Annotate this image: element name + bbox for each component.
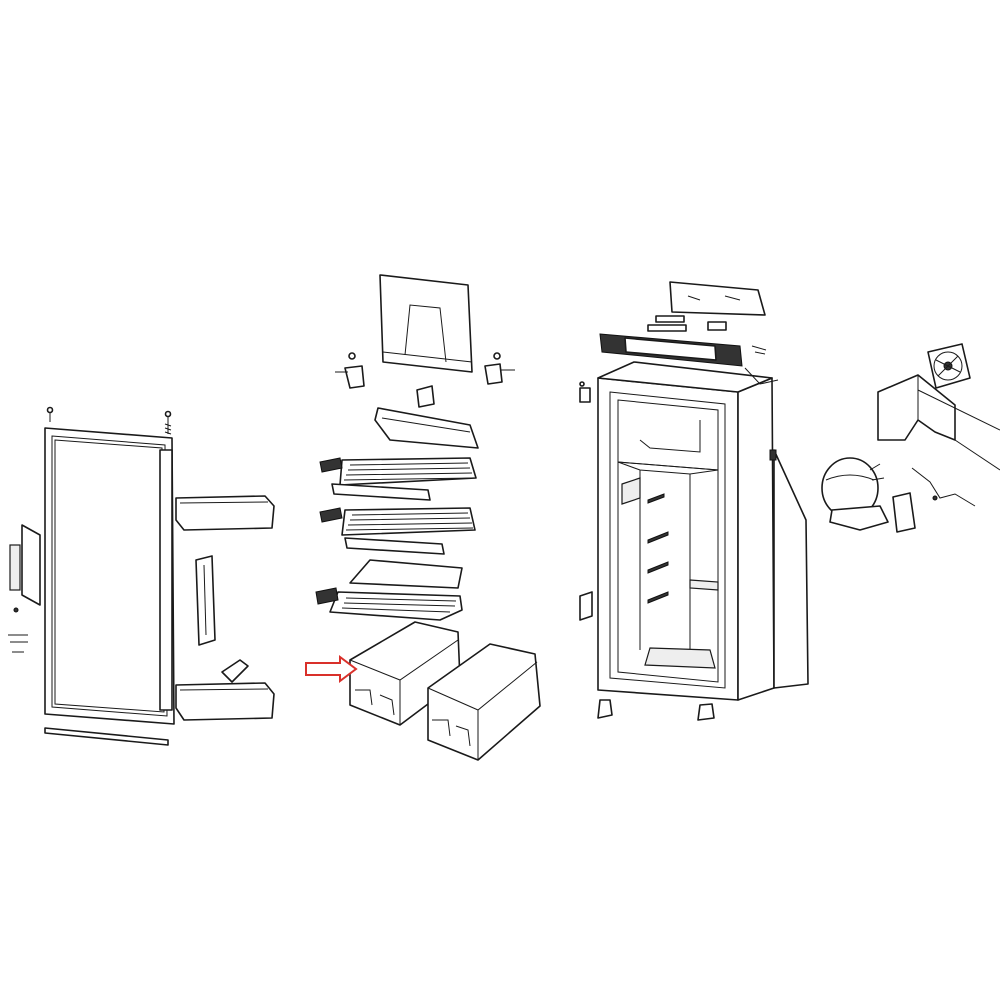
- wire-shelf-upper[interactable]: [319, 457, 477, 501]
- cabinet-hinge-top: [579, 381, 591, 403]
- drip-tray[interactable]: [374, 407, 479, 449]
- cooling-fan[interactable]: [927, 343, 971, 389]
- control-panel[interactable]: [599, 333, 767, 367]
- door-assembly: [8, 406, 275, 746]
- compressor-cover[interactable]: [877, 374, 1000, 471]
- door-bin-upper[interactable]: [175, 495, 275, 531]
- cabinet-foot-right: [697, 703, 715, 721]
- door-panel[interactable]: [44, 427, 175, 725]
- door-handle-right[interactable]: [195, 555, 216, 646]
- freezer-hinge-left: [335, 352, 365, 389]
- wire-shelf-lower[interactable]: [315, 587, 463, 621]
- relay-box[interactable]: [892, 492, 916, 533]
- cabinet-assembly: [579, 281, 809, 721]
- cabinet-body[interactable]: [597, 361, 809, 701]
- screw-top-right: [164, 410, 172, 435]
- interior-parts: [305, 274, 541, 761]
- screw-top-left: [46, 406, 54, 422]
- control-housing-top[interactable]: [647, 281, 766, 332]
- latch-plate: [416, 385, 435, 408]
- crisper-drawer-back[interactable]: [427, 643, 541, 761]
- door-bin-lower[interactable]: [175, 682, 275, 721]
- hinge-bracket: [221, 659, 249, 683]
- cabinet-foot-left: [597, 699, 613, 719]
- freezer-hinge-right: [484, 352, 515, 385]
- freezer-door-cover[interactable]: [379, 274, 473, 373]
- thermostat-sensor: [911, 467, 976, 507]
- cabinet-hinge-middle: [579, 591, 593, 621]
- glass-shelf[interactable]: [349, 559, 463, 589]
- door-handle-left[interactable]: [8, 524, 41, 653]
- wire-shelf-middle[interactable]: [319, 507, 476, 555]
- compressor[interactable]: [821, 457, 889, 531]
- highlight-arrow: [305, 655, 358, 683]
- door-seal-strip[interactable]: [44, 727, 169, 746]
- wire-lead: [744, 367, 779, 385]
- rear-components: [821, 343, 1000, 533]
